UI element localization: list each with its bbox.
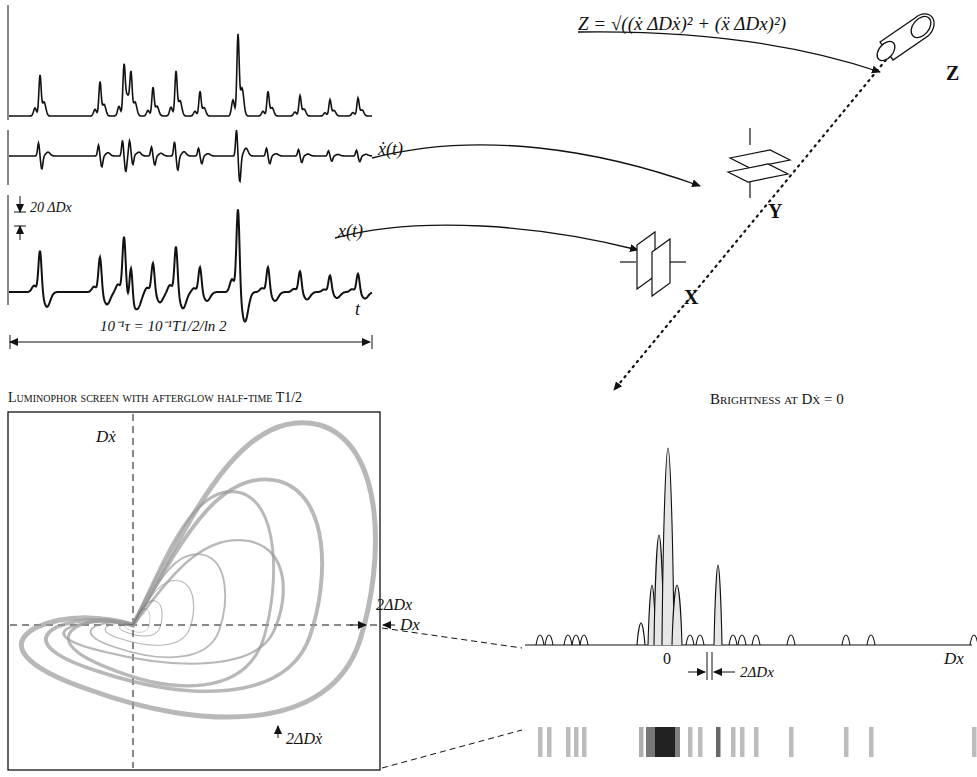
brightness-peak bbox=[686, 635, 694, 645]
plot-title: Brightness at Dẋ = 0 bbox=[710, 391, 844, 408]
brightness-peak bbox=[662, 448, 674, 645]
trace-axes bbox=[8, 5, 9, 305]
part-label: Y bbox=[768, 200, 782, 222]
y-deflection-plates bbox=[728, 128, 790, 198]
brightness-peak bbox=[729, 635, 737, 645]
z-trace bbox=[9, 34, 372, 116]
time-span-label: 10⁻¹τ = 10⁻¹T1/2/ln 2 bbox=[100, 318, 227, 335]
brightness-peak bbox=[842, 635, 850, 645]
brightness-bar bbox=[566, 727, 571, 757]
x-deflection-plates bbox=[620, 232, 686, 296]
brightness-bar bbox=[646, 727, 655, 757]
brightness-peak bbox=[787, 635, 795, 645]
dimension: 2ΔDẋ bbox=[286, 730, 322, 748]
part-label: Z bbox=[946, 62, 959, 84]
brightness-bar bbox=[655, 727, 675, 757]
brightness-peak bbox=[545, 635, 553, 645]
brightness-bar bbox=[869, 727, 874, 757]
brightness-bar bbox=[547, 727, 552, 757]
axis-label: Dx bbox=[400, 616, 420, 635]
brightness-peak bbox=[580, 635, 588, 645]
brightness-bar bbox=[698, 727, 703, 757]
signal-name: ẋ(t) bbox=[378, 140, 403, 160]
axis-label: Dx bbox=[944, 650, 964, 669]
formula: Z = √((ẋ ΔDẋ)² + (ẍ ΔDx)²) bbox=[578, 14, 786, 35]
brightness-bar bbox=[844, 727, 849, 757]
part-label: X bbox=[684, 286, 698, 308]
brightness-peak bbox=[536, 635, 544, 645]
brightness-strip bbox=[538, 727, 977, 757]
brightness-peak bbox=[970, 635, 977, 645]
zoom-leaders bbox=[382, 628, 522, 768]
brightness-peak bbox=[637, 623, 645, 645]
brightness-bar bbox=[740, 727, 745, 757]
dimension: 2ΔDx bbox=[376, 596, 412, 614]
brightness-bar bbox=[972, 727, 977, 757]
axis-label: t bbox=[355, 300, 360, 320]
brightness-bar bbox=[538, 727, 543, 757]
brightness-bar bbox=[716, 727, 721, 757]
brightness-bar bbox=[639, 727, 644, 757]
brightness-bar bbox=[688, 727, 693, 757]
screen-title: Luminophor screen with afterglow half-ti… bbox=[8, 390, 302, 405]
tick-label: 0 bbox=[663, 650, 671, 668]
velocity-trace bbox=[9, 130, 372, 181]
brightness-bar bbox=[754, 727, 759, 757]
axis-label: Dẋ bbox=[96, 428, 116, 447]
width-markers bbox=[278, 625, 395, 738]
brightness-bar bbox=[789, 727, 794, 757]
brightness-bar bbox=[731, 727, 736, 757]
dimension: 2ΔDx bbox=[740, 664, 774, 681]
brightness-peaks bbox=[536, 448, 977, 645]
brightness-bar bbox=[582, 727, 587, 757]
brightness-peak bbox=[752, 635, 760, 645]
time-span bbox=[10, 335, 372, 349]
electron-beam bbox=[614, 55, 890, 390]
plot-width-marker bbox=[688, 652, 735, 680]
signal-arrows bbox=[335, 32, 880, 250]
signal-name: x(t) bbox=[338, 222, 363, 242]
signal-traces bbox=[9, 34, 372, 322]
x-trace bbox=[9, 209, 372, 321]
dense-trajectories bbox=[120, 601, 162, 636]
electron-gun bbox=[874, 13, 935, 64]
brightness-peak bbox=[672, 585, 682, 645]
brightness-peak bbox=[696, 635, 704, 645]
screen-axes bbox=[10, 414, 378, 768]
brightness-peak bbox=[738, 635, 746, 645]
scale-marker bbox=[14, 196, 26, 240]
brightness-peak bbox=[867, 635, 875, 645]
brightness-peak bbox=[572, 635, 580, 645]
brightness-peak bbox=[714, 565, 722, 645]
brightness-bar bbox=[574, 727, 579, 757]
luminophor-screen bbox=[8, 412, 380, 770]
brightness-peak bbox=[564, 635, 572, 645]
scale-label: 20 ΔDx bbox=[30, 200, 72, 215]
phase-trajectories bbox=[21, 423, 375, 717]
plot-axis bbox=[525, 644, 972, 645]
